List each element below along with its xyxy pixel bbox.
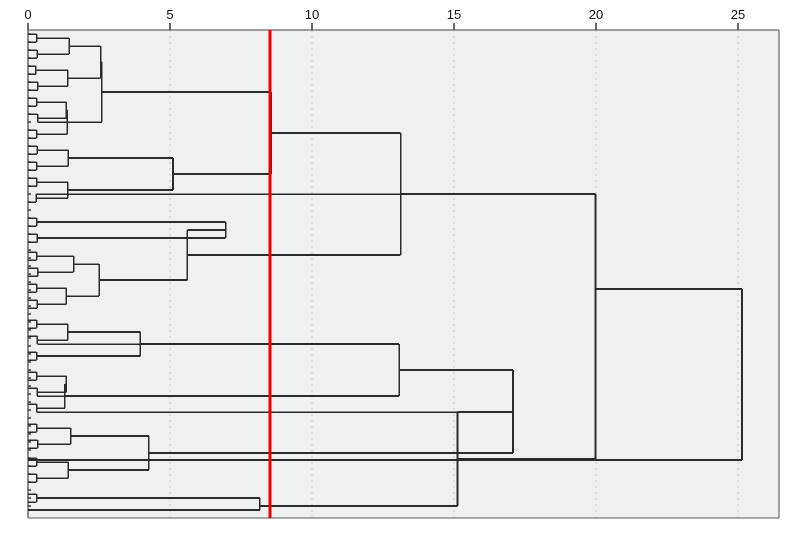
- plot-panel-background: [28, 30, 779, 518]
- axis-tick-label: 5: [166, 7, 173, 22]
- axis-tick-label: 25: [731, 7, 745, 22]
- axis-tick-label: 15: [447, 7, 461, 22]
- axis-tick-label: 0: [24, 7, 31, 22]
- axis-ticks: 0 5 10 15 20 25: [24, 7, 745, 30]
- axis-tick-label: 20: [589, 7, 603, 22]
- dendrogram-links: [28, 33, 743, 511]
- axis-tick-label: 10: [305, 7, 319, 22]
